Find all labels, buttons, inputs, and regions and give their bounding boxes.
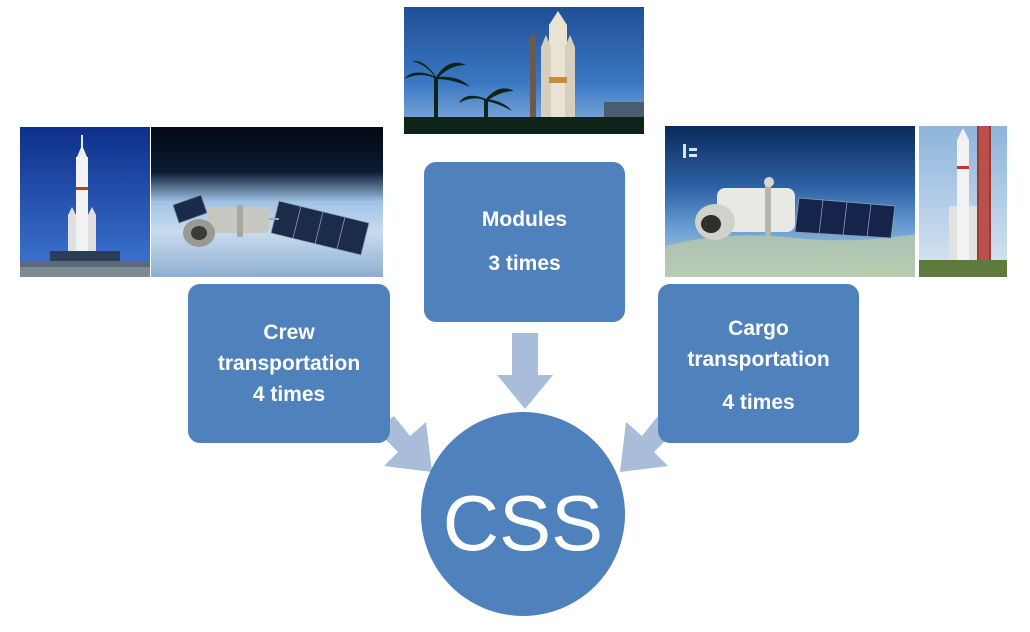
- crew-subtitle: transportation: [217, 352, 361, 375]
- cargo-transportation-node: Cargo transportation 4 times: [658, 284, 859, 443]
- crew-transportation-node: Crew transportation 4 times: [188, 284, 390, 443]
- modules-title: Modules: [481, 208, 568, 231]
- hub-node: CSS: [421, 412, 625, 632]
- spacecraft-orbit-photo: [151, 127, 383, 277]
- cargo-rocket-photo: [919, 126, 1007, 277]
- modules-to-hub-arrow: [497, 333, 553, 409]
- crew-count: 4 times: [252, 383, 326, 406]
- cargo-title: Cargo: [728, 316, 789, 340]
- crew-title: Crew: [263, 321, 315, 344]
- cargo-count: 4 times: [722, 390, 795, 414]
- crew-rocket-photo: [20, 127, 150, 277]
- cargo-subtitle: transportation: [687, 347, 830, 371]
- rocket-launch-palms-photo: [404, 7, 644, 134]
- hub-circle: [421, 412, 625, 616]
- space-station-photo: [665, 126, 915, 277]
- modules-count: 3 times: [488, 252, 561, 275]
- modules-node: Modules 3 times: [424, 162, 625, 322]
- crew-to-hub-arrow: [372, 416, 432, 472]
- hub-label: CSS: [442, 479, 604, 567]
